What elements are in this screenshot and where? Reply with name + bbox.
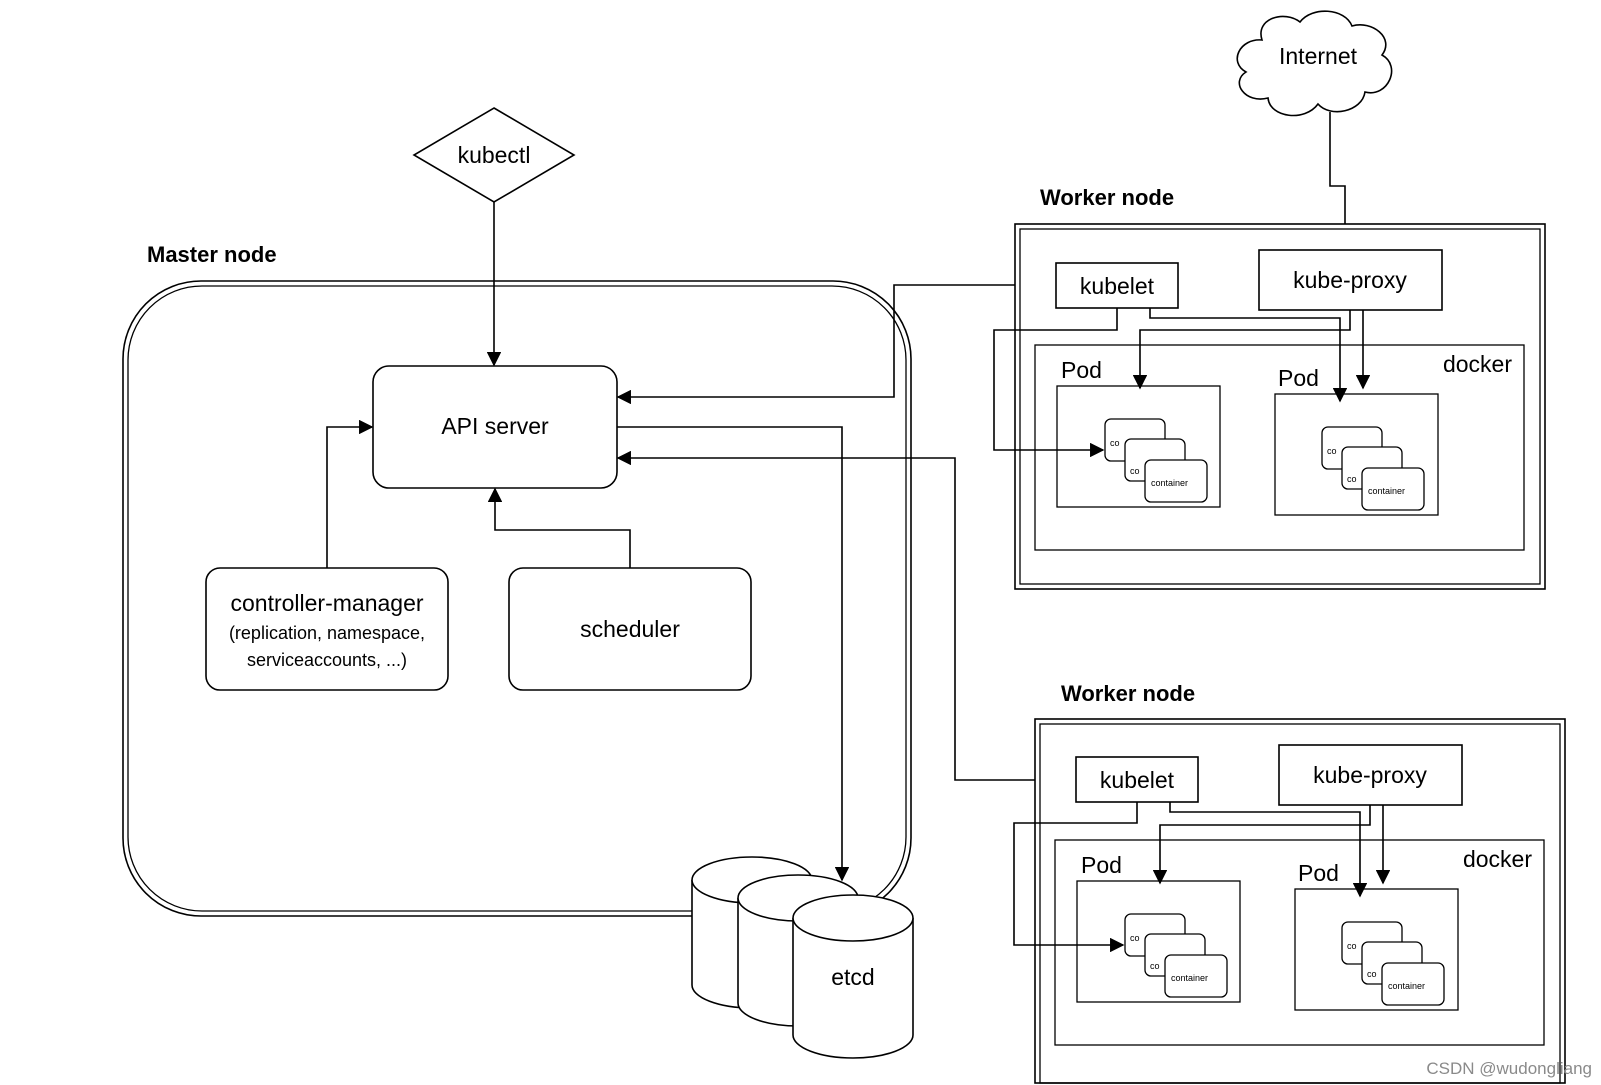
worker-1-kubelet-box: kubelet [1055, 262, 1179, 309]
worker-1-kube-proxy-box: kube-proxy [1258, 249, 1443, 311]
api-worker2-kubelet-arrow [616, 450, 1076, 788]
container-card [1381, 962, 1445, 1006]
etcd-label: etcd [831, 964, 874, 990]
container-card [1144, 459, 1208, 503]
container-card [1164, 954, 1228, 998]
api-server-box: API server [372, 365, 618, 489]
worker-1-kubelet-label: kubelet [1080, 273, 1155, 299]
worker-2-kubelet-label: kubelet [1100, 767, 1175, 793]
worker-1-pod-1-label: Pod [1061, 357, 1102, 383]
container-label: co [1130, 466, 1140, 476]
worker-1-docker-label: docker [1443, 351, 1512, 377]
container-label: co [1150, 961, 1160, 971]
worker-node-2-title: Worker node [1061, 681, 1195, 706]
container-label: co [1367, 969, 1377, 979]
scheduler-label: scheduler [580, 616, 680, 642]
worker-2-pod-1: Pod co co container [1076, 852, 1241, 1003]
worker-1-kubelet-to-pod-1-arrow [993, 308, 1118, 458]
container-label: container [1151, 478, 1188, 488]
api-worker1-kubelet-arrow [616, 277, 1057, 405]
kubectl-diamond: kubectl [412, 107, 576, 203]
container-label: container [1388, 981, 1425, 991]
container-label: co [1347, 474, 1357, 484]
container-card [1361, 467, 1425, 511]
controller-manager-detail-1: (replication, namespace, [229, 623, 425, 643]
container-label: co [1110, 438, 1120, 448]
worker-2-kube-proxy-label: kube-proxy [1313, 762, 1427, 788]
worker-node-1-title: Worker node [1040, 185, 1174, 210]
internet-cloud: Internet [1236, 10, 1393, 117]
etcd-cylinders: etcd [691, 856, 914, 1059]
worker-1-pod-1: Pod co co container [1056, 357, 1221, 508]
worker-1-kube-proxy-label: kube-proxy [1293, 267, 1407, 293]
worker-1-pod-2: Pod co co container [1274, 365, 1439, 516]
container-label: co [1347, 941, 1357, 951]
watermark: CSDN @wudongliang [1426, 1059, 1592, 1078]
worker-2-kubelet-to-pod-1-arrow [1013, 802, 1138, 953]
kubectl-label: kubectl [458, 142, 531, 168]
controller-manager-detail-2: serviceaccounts, ...) [247, 650, 407, 670]
internet-to-kube-proxy-arrow [1329, 112, 1353, 250]
controller-manager-box: controller-manager (replication, namespa… [205, 567, 449, 691]
container-label: container [1171, 973, 1208, 983]
worker-2-proxy-to-pod-1-arrow [1152, 805, 1371, 885]
worker-2-pod-2: Pod co co container [1294, 860, 1459, 1011]
container-label: container [1368, 486, 1405, 496]
worker-2-docker-label: docker [1463, 846, 1532, 872]
etcd-cylinder-3 [792, 894, 914, 1059]
scheduler-box: scheduler [508, 567, 752, 691]
worker-1-proxy-to-pod-1-arrow [1132, 310, 1351, 390]
internet-label: Internet [1279, 43, 1358, 69]
worker-1-kubelet-to-pod-2-arrow [1149, 308, 1348, 403]
worker-2-kube-proxy-box: kube-proxy [1278, 744, 1463, 806]
controller-to-api-arrow [326, 419, 374, 568]
master-node-title: Master node [147, 242, 277, 267]
worker-2-pod-2-label: Pod [1298, 860, 1339, 886]
worker-2-pod-1-label: Pod [1081, 852, 1122, 878]
worker-2-kubelet-to-pod-2-arrow [1169, 802, 1368, 898]
worker-1-pod-2-label: Pod [1278, 365, 1319, 391]
container-label: co [1327, 446, 1337, 456]
api-server-label: API server [441, 413, 549, 439]
container-label: co [1130, 933, 1140, 943]
worker-2-kubelet-box: kubelet [1075, 756, 1199, 803]
controller-manager-label: controller-manager [230, 590, 423, 616]
